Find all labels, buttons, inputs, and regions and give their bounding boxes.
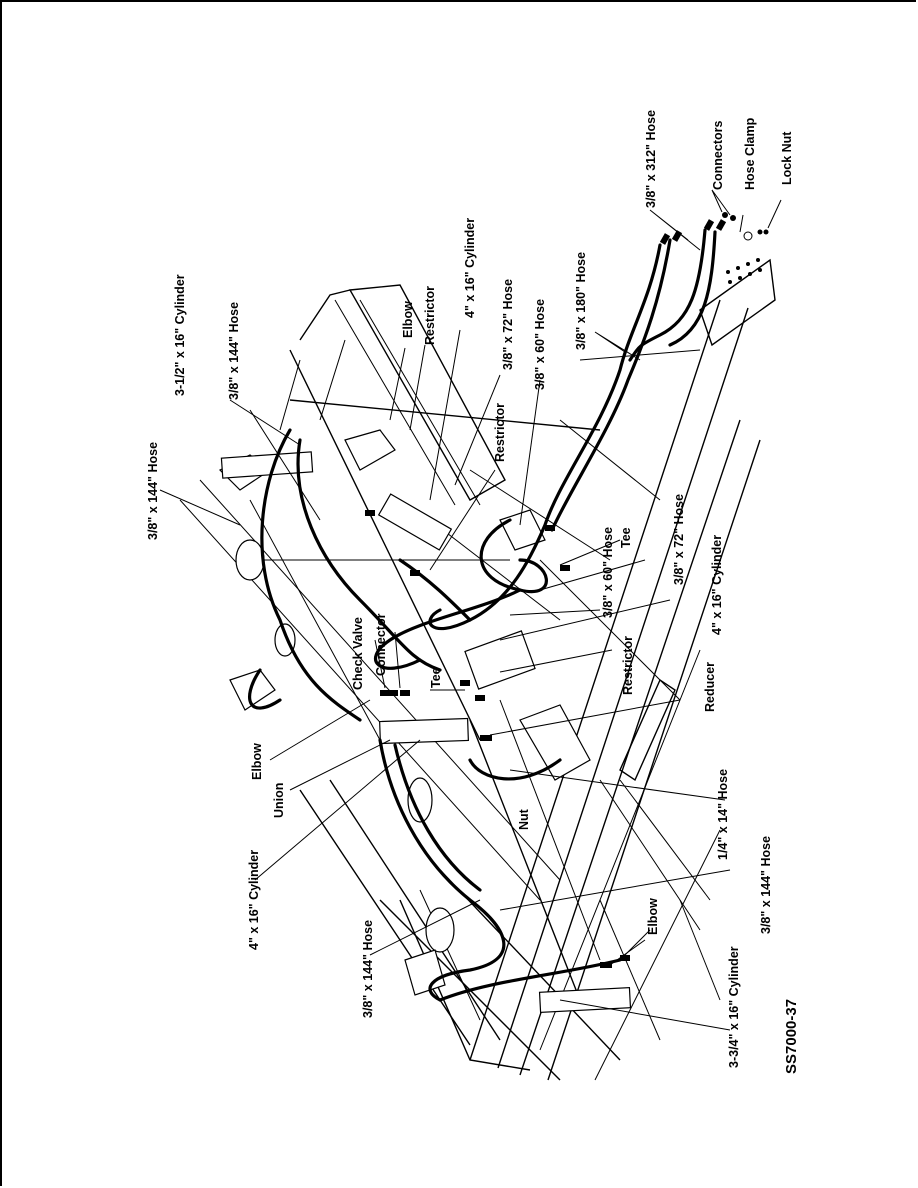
label-check-valve: Check Valve — [351, 617, 365, 690]
hose-144-c2 — [393, 743, 482, 892]
cylinder-3-75x16 — [538, 987, 632, 1013]
hose-restrictor — [398, 558, 472, 622]
cylinder-4x16-right — [464, 630, 536, 690]
cylinder-4x16-left — [379, 717, 469, 745]
hose-144-d — [438, 958, 622, 1002]
figure-code: SS7000-37 — [783, 999, 800, 1074]
label-nut: Nut — [517, 808, 531, 830]
hose-312-b — [550, 238, 672, 532]
label-elbow-left: Elbow — [250, 743, 264, 780]
label-tee-mid: Tee — [429, 667, 443, 688]
label-hose-60-top: 3/8" x 60" Hose — [533, 299, 547, 390]
cylinder-4x16-top — [377, 493, 453, 551]
label-lock-nut: Lock Nut — [780, 131, 794, 185]
label-elbow-top: Elbow — [401, 301, 415, 338]
leader-lines — [159, 189, 782, 1031]
wing-pivot-left — [235, 539, 265, 581]
label-hose-clamp: Hose Clamp — [743, 117, 757, 190]
label-hose-144-b: 3/8" x 144" Hose — [146, 442, 160, 540]
hose-72-mid — [374, 588, 522, 670]
label-tee-right: Tee — [619, 527, 633, 548]
label-connector: Connector — [374, 613, 388, 676]
hose-144-b — [296, 438, 442, 672]
label-reducer: Reducer — [703, 662, 717, 712]
fittings — [365, 212, 769, 968]
label-hose-144-c: 3/8" x 144" Hose — [361, 920, 375, 1018]
hose-180-a — [628, 228, 707, 362]
label-hose-180: 3/8" x 180" Hose — [574, 252, 588, 350]
hose-14 — [468, 758, 562, 781]
label-hose-144-a: 3/8" x 144" Hose — [227, 302, 241, 400]
label-restrictor-top: Restrictor — [423, 286, 437, 345]
hydraulic-hoses — [248, 228, 717, 1002]
label-cylinder-4x16-right: 4" x 16" Cylinder — [710, 535, 724, 635]
label-cylinder-4x16-top: 4" x 16" Cylinder — [463, 218, 477, 318]
hose-144-top — [260, 428, 362, 722]
hitch-plate — [699, 258, 776, 347]
part-labels: 3/8" x 312" Hose Connectors Hose Clamp L… — [146, 110, 800, 1074]
label-hose-72-top: 3/8" x 72" Hose — [501, 279, 515, 370]
hose-union-loop — [248, 668, 282, 710]
label-restrictor-low: Restrictor — [621, 636, 635, 695]
hose-312-a — [428, 243, 662, 631]
label-hose-312: 3/8" x 312" Hose — [644, 110, 658, 208]
label-cylinder-3-5x16: 3-1/2" x 16" Cylinder — [173, 274, 187, 396]
label-cylinder-4x16-left: 4" x 16" Cylinder — [247, 850, 261, 950]
wing-pivot-bottom — [425, 907, 455, 953]
wing-pivot-lower — [407, 777, 433, 823]
label-union: Union — [272, 783, 286, 818]
label-cylinder-3-75x16: 3-3/4" x 16" Cylinder — [727, 946, 741, 1068]
label-hose-60-mid: 3/8" x 60" Hose — [601, 527, 615, 618]
hitch-bar — [619, 678, 676, 782]
label-restrictor-mid: Restrictor — [493, 403, 507, 462]
hydraulic-cylinders — [220, 451, 632, 1013]
label-hose-14: 1/4" x 14" Hose — [716, 769, 730, 860]
hose-180-b — [668, 230, 717, 347]
label-hose-72-right: 3/8" x 72" Hose — [672, 494, 686, 585]
cylinder-3-5x16 — [220, 451, 314, 479]
label-connectors: Connectors — [711, 121, 725, 191]
label-elbow-bottom: Elbow — [646, 898, 660, 935]
label-hose-144-d: 3/8" x 144" Hose — [759, 836, 773, 934]
hose-144-c — [378, 738, 506, 1002]
center-hitch-bracket — [519, 704, 591, 781]
